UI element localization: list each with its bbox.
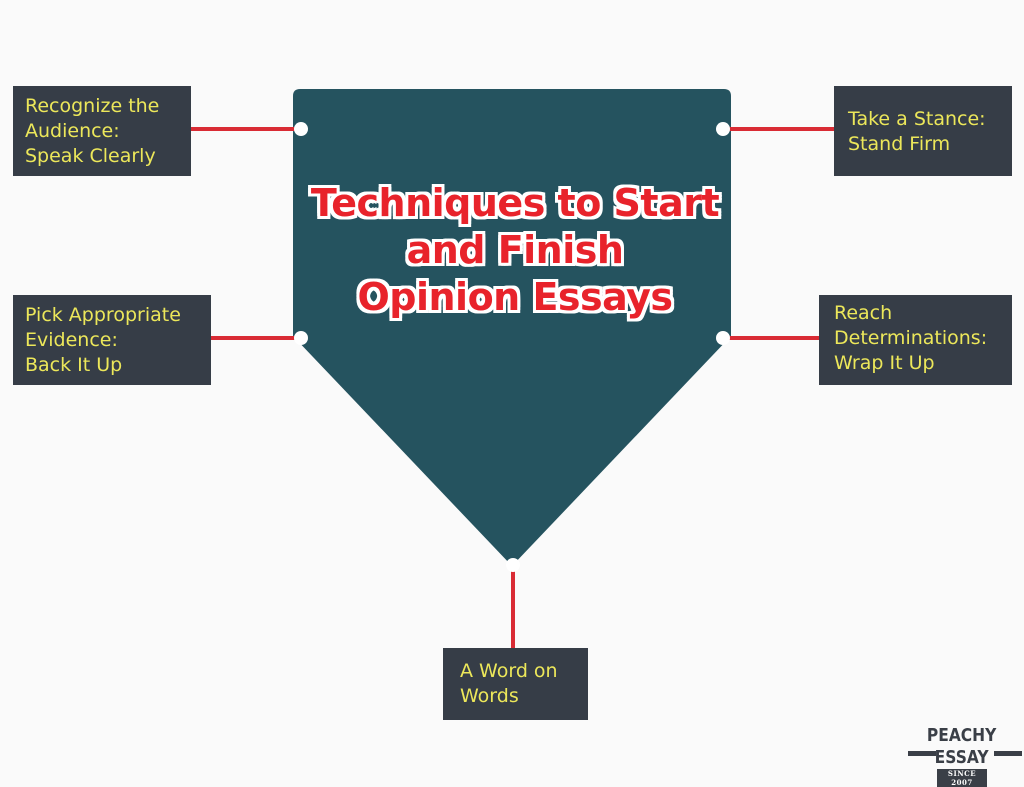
- diagram-canvas: [191, 89, 834, 648]
- node-text-line: Take a Stance:: [848, 108, 986, 130]
- node-text-line: Reach: [834, 302, 893, 324]
- logo-since: SINCE 2007: [937, 769, 987, 787]
- connector-dot-middle-right: [716, 331, 730, 345]
- node-text-line: Stand Firm: [848, 133, 951, 155]
- node-text-line: Evidence:: [25, 329, 118, 351]
- node-take-stance: Take a Stance: Stand Firm: [834, 86, 1012, 176]
- diagram-title: Techniques to Start and Finish Opinion E…: [300, 180, 730, 321]
- logo-bar-right: [994, 751, 1022, 756]
- peachy-essay-logo: PEACHY ESSAY SINCE 2007: [904, 725, 1022, 787]
- logo-name: PEACHY ESSAY: [926, 725, 997, 768]
- logo-bar-left: [908, 751, 936, 756]
- title-line: and Finish: [406, 228, 624, 272]
- title-line: Opinion Essays: [357, 275, 673, 319]
- connector-dot-top-right: [716, 122, 730, 136]
- connector-dot-top-left: [294, 122, 308, 136]
- node-text-line: Back It Up: [25, 354, 123, 376]
- node-text-line: Wrap It Up: [834, 352, 935, 374]
- node-text-line: Audience:: [25, 120, 120, 142]
- node-text-line: Determinations:: [834, 327, 988, 349]
- node-word-on-words: A Word on Words: [443, 648, 588, 720]
- node-pick-evidence: Pick Appropriate Evidence: Back It Up: [13, 295, 211, 385]
- central-pentagon-shape: [293, 89, 731, 566]
- node-text-line: Speak Clearly: [25, 145, 156, 167]
- node-reach-determinations: Reach Determinations: Wrap It Up: [819, 295, 1012, 385]
- node-text-line: A Word on: [460, 660, 558, 682]
- node-text-line: Recognize the: [25, 95, 160, 117]
- node-recognize-audience: Recognize the Audience: Speak Clearly: [13, 86, 191, 176]
- connector-dot-bottom: [506, 558, 520, 572]
- title-line: Techniques to Start: [310, 181, 720, 225]
- connector-dot-middle-left: [294, 331, 308, 345]
- node-text-line: Words: [460, 685, 519, 707]
- node-text-line: Pick Appropriate: [25, 304, 181, 326]
